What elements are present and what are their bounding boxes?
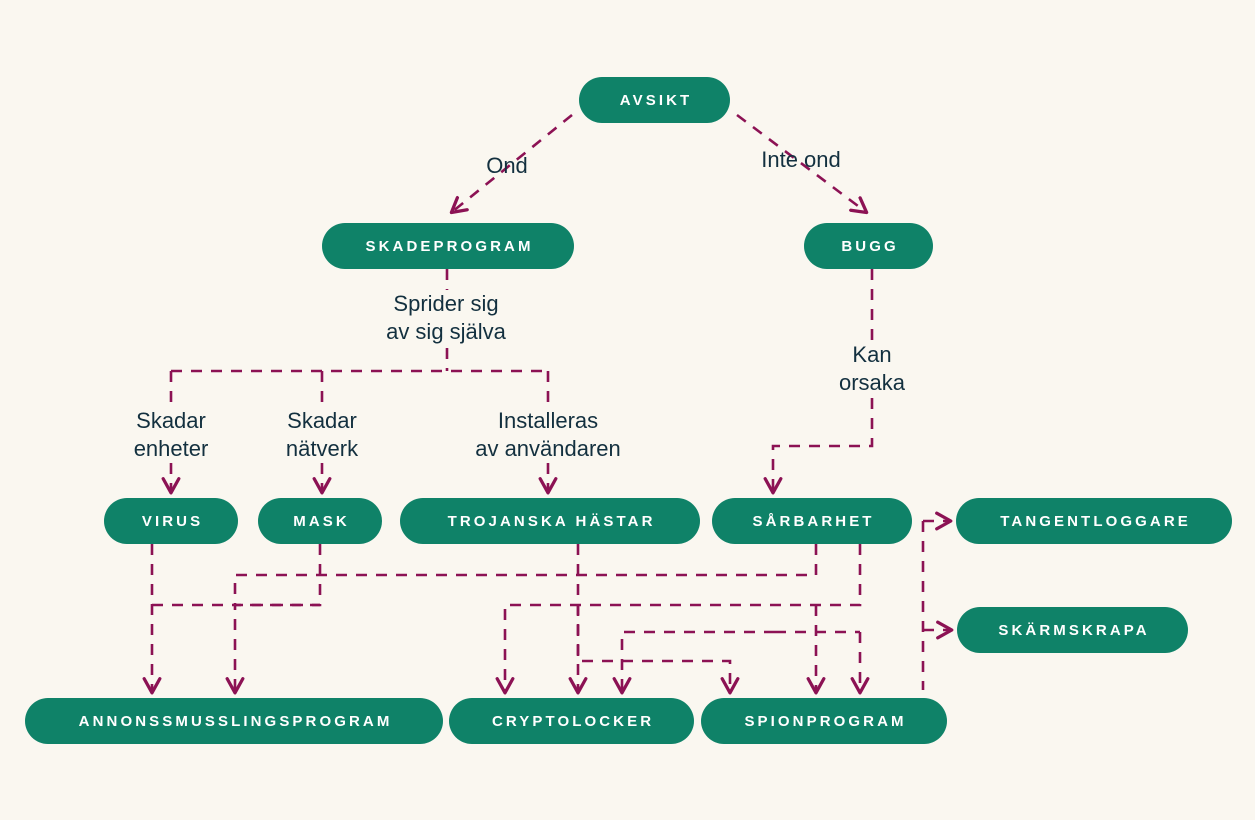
node-skarmskrapa[interactable]: SKÄRMSKRAPA [957, 607, 1188, 653]
edge-label-sprider-sig: Sprider sig av sig själva [386, 291, 506, 344]
node-trojanska-hastar[interactable]: TROJANSKA HÄSTAR [400, 498, 700, 544]
edge-avsikt-skadeprogram [452, 113, 573, 212]
edge-label-ond: Ond [486, 153, 528, 178]
node-spionprogram[interactable]: SPIONPROGRAM [701, 698, 947, 744]
node-virus[interactable]: VIRUS [104, 498, 238, 544]
node-sarbarhet[interactable]: SÅRBARHET [712, 498, 912, 544]
edge-sarbarhet-bus-575 [233, 544, 818, 605]
edge-label-installeras: Installeras av användaren [475, 408, 621, 461]
node-tangentloggare[interactable]: TANGENTLOGGARE [956, 498, 1232, 544]
edge-mask-annons [235, 544, 322, 692]
node-cryptolocker[interactable]: CRYPTOLOCKER [449, 698, 694, 744]
edge-trojan-spion [576, 605, 730, 692]
edge-label-skadar-enheter: Skadar enheter [133, 408, 209, 461]
node-avsikt[interactable]: AVSIKT [579, 77, 730, 123]
edge-bus-632-crypto [622, 630, 775, 692]
node-mask[interactable]: MASK [258, 498, 382, 544]
edge-avsikt-bugg [736, 113, 866, 212]
node-annonssmusslingsprogram[interactable]: ANNONSSMUSSLINGSPROGRAM [25, 698, 443, 744]
node-skadeprogram[interactable]: SKADEPROGRAM [322, 223, 574, 269]
edge-sarbarhet-crypto [505, 544, 862, 692]
node-bugg[interactable]: BUGG [804, 223, 933, 269]
edge-label-kan-orsaka: Kan orsaka [838, 342, 906, 395]
edge-label-inte-ond: Inte ond [761, 147, 841, 172]
edge-label-skadar-natverk: Skadar nätverk [285, 408, 359, 461]
edge-bugg-elbow [773, 398, 874, 492]
